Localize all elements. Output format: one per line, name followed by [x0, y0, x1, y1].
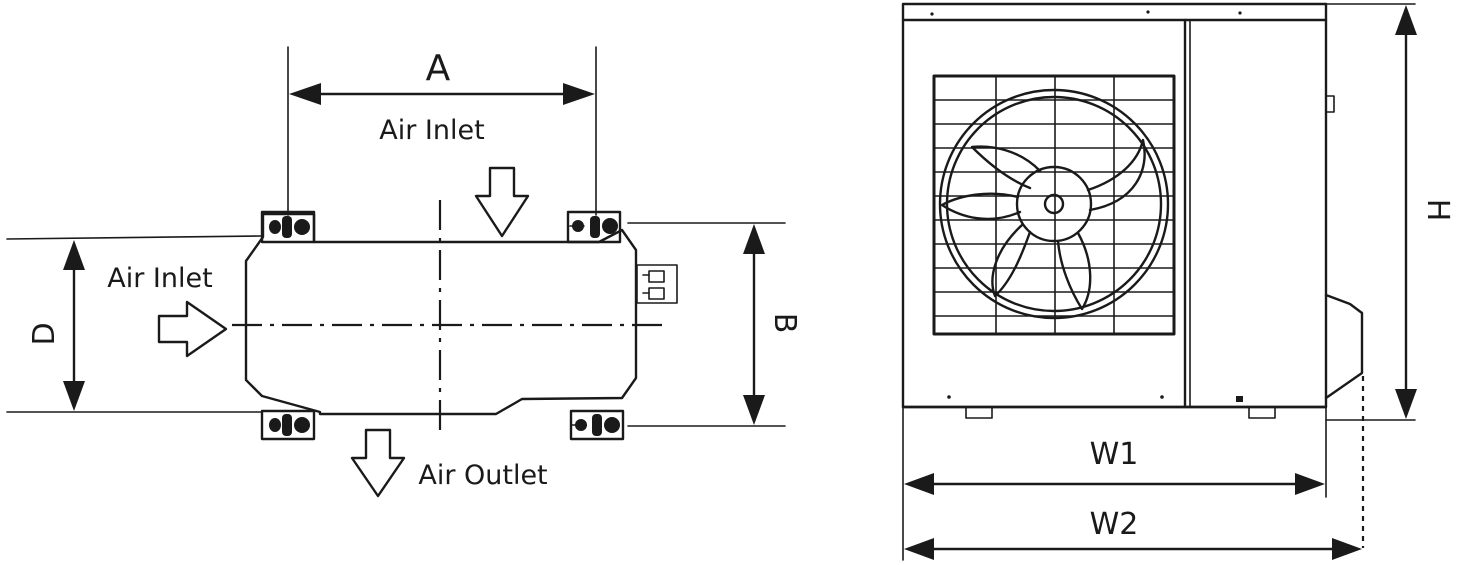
valve-cover — [1324, 293, 1364, 400]
dimension-h: H — [1325, 3, 1455, 421]
fan-grille — [932, 74, 1176, 336]
dimension-b-label: B — [767, 313, 802, 334]
dimension-a: A — [287, 46, 597, 216]
dimension-w1: W1 — [904, 437, 1325, 495]
dimension-b: B — [743, 224, 802, 425]
pipe-connector — [636, 264, 678, 304]
dimension-d-label: D — [27, 322, 62, 345]
front-view: H W1 W2 — [901, 2, 1455, 561]
mounting-foot-top-right — [566, 210, 622, 244]
unit-body-top-view — [244, 212, 638, 416]
dimension-w2-label: W2 — [1090, 507, 1139, 542]
top-view: A Air Inlet D B Air Inlet — [6, 46, 802, 498]
side-bracket — [1325, 95, 1335, 113]
dimension-a-label: A — [426, 48, 451, 89]
dimension-w2: W2 — [904, 507, 1362, 560]
dimension-w1-label: W1 — [1090, 437, 1139, 472]
air-inlet-side-label: Air Inlet — [107, 263, 212, 294]
fan-icon — [938, 88, 1170, 320]
mounting-foot-top-left — [260, 210, 316, 244]
mounting-foot-bottom-left — [260, 409, 316, 441]
air-inlet-side-arrow — [157, 300, 228, 358]
cabinet-foot-right — [1248, 406, 1276, 419]
air-outlet-arrow — [350, 428, 406, 498]
dimension-h-label: H — [1420, 199, 1455, 222]
mounting-foot-bottom-right — [569, 409, 625, 441]
cabinet-foot-left — [965, 406, 993, 419]
air-inlet-top-arrow — [474, 166, 530, 238]
dimension-d: D — [27, 240, 85, 411]
air-inlet-top-label: Air Inlet — [379, 115, 484, 146]
air-outlet-label: Air Outlet — [418, 460, 547, 491]
